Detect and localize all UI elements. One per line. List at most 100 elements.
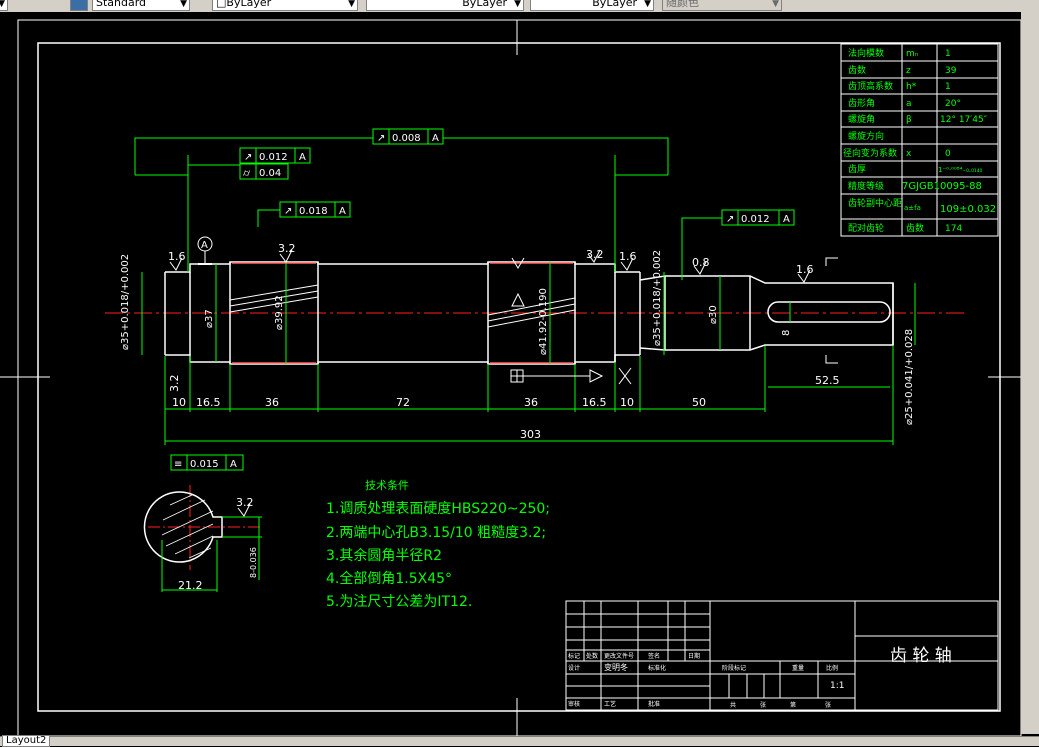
roughness-value: 3.2 (278, 242, 296, 255)
dim-section-width: 21.2 (178, 579, 203, 592)
title-label: 更改文件号 (604, 652, 634, 660)
dim-diameter-gear2: ⌀41.92-0.190 (538, 288, 549, 355)
param-name: 螺旋方向 (848, 130, 884, 142)
title-label: 设计 (568, 664, 580, 672)
dim-text: 36 (524, 396, 538, 409)
dim-total: 303 (520, 428, 541, 441)
roughness-symbol: 0.8 (692, 256, 710, 275)
note-item: 5.为注尺寸公差为IT12. (326, 594, 472, 610)
param-symbol: a±fa (904, 204, 921, 212)
param-name: 径向变为系数 (843, 147, 897, 159)
param-value: 174 (945, 224, 962, 234)
color-select[interactable]: □ByLayer▼ (212, 0, 358, 11)
vertical-scrollbar[interactable] (1021, 12, 1039, 734)
prev-dropdown[interactable]: ▼ (0, 0, 8, 11)
chevron-down-icon: ▼ (514, 0, 521, 9)
dim-text: 16.5 (196, 396, 221, 409)
note-item: 1.调质处理表面硬度HBS220~250; (326, 501, 550, 517)
param-symbol: x (906, 149, 912, 159)
roughness-symbol: 3.2 (278, 242, 296, 263)
title-label: 张 (825, 701, 831, 709)
roughness-symbol: 3.2 (586, 248, 604, 263)
dim-text: 50 (692, 396, 706, 409)
dim-diameter-37: ⌀37 (204, 309, 215, 328)
text-style-icon[interactable] (70, 0, 88, 11)
title-label: 比例 (826, 664, 838, 672)
chevron-down-icon: ▼ (772, 0, 779, 9)
param-symbol: 齿数 (906, 222, 924, 234)
dim-diameter-left: ⌀35+0.018/+0.002 (120, 254, 131, 350)
roughness-value: 0.8 (692, 256, 710, 269)
dim-diameter-shaft: ⌀25+0.041/+0.028 (904, 329, 915, 425)
tol-value: 0.04 (259, 168, 281, 179)
properties-toolbar: ▼ Standard▼ □ByLayer▼ ByLayer▼ ByLayer▼ … (0, 0, 1039, 13)
dim-text: 10 (172, 396, 186, 409)
param-name: 齿数 (848, 64, 866, 76)
note-item: 3.其余圆角半径R2 (326, 547, 442, 564)
tol-datum: A (783, 214, 790, 225)
title-label: 阶段标记 (722, 664, 746, 672)
roughness-symbol: 1.6 (796, 263, 814, 283)
runout-icon: ↗ (726, 214, 734, 225)
datum-label: A (201, 240, 208, 251)
tolerance-right: ↗ 0.012 A (721, 209, 795, 226)
chevron-down-icon: ▼ (348, 0, 355, 9)
runout-icon: ↗ (244, 152, 252, 163)
plotstyle-value: 随颜色 (666, 0, 699, 9)
runout-icon: ↗ (377, 133, 385, 144)
plotstyle-select[interactable]: 随颜色 ▼ (662, 0, 782, 11)
title-label: 第 (790, 701, 796, 709)
roughness-value: 3.2 (236, 496, 254, 509)
layout-tabs-bar: Layout2 (0, 735, 1039, 747)
key-section-view: 21.2 8-0.036 3.2 (143, 485, 262, 592)
param-value: 0 (945, 149, 951, 159)
dim-text: 16.5 (582, 396, 607, 409)
dim-text: 72 (396, 396, 410, 409)
param-value: 1 (945, 82, 951, 92)
title-label: 张 (760, 701, 766, 709)
roughness-value: 1.6 (168, 250, 186, 263)
lineweight-select[interactable]: ByLayer▼ (530, 0, 654, 11)
dim-text: 10 (620, 396, 634, 409)
title-block-text: 齿 轮 轴 1:1 变明冬 标记 处数 更改文件号 签名 日期 设计 标准化 阶… (568, 646, 952, 709)
roughness-symbol: 1.6 (619, 250, 637, 271)
dimension-texts: 10 16.5 36 72 36 16.5 10 50 303 52.5 ⌀35… (120, 250, 915, 441)
dim-diameter-right: ⌀35+0.018/+0.002 (652, 250, 663, 346)
text-style-select[interactable]: Standard▼ (92, 0, 190, 11)
param-name: 配对齿轮 (848, 222, 884, 234)
drawing-frame (37, 42, 1001, 712)
roughness-symbol: 3.2 (168, 375, 181, 393)
dim-diameter-gear: ⌀39.92 (274, 295, 285, 330)
note-item: 4.全部倒角1.5X45° (326, 570, 452, 587)
tol-value: 0.012 (741, 214, 770, 225)
roughness-value: 3.2 (586, 248, 604, 261)
tolerance-frames: ↗ 0.008 A ↗ 0.012 A ⌭ 0.04 ↗ 0.018 A ↗ 0… (170, 128, 795, 471)
gear-tip-lines (232, 262, 573, 364)
title-label: 审核 (568, 700, 580, 708)
param-name: 螺旋角 (848, 113, 875, 125)
linetype-select[interactable]: ByLayer▼ (366, 0, 524, 11)
title-label: 标记 (568, 652, 580, 660)
param-value: 109±0.032 (940, 204, 996, 215)
param-name: 法向模数 (848, 47, 884, 59)
symmetry-icon: ≡ (174, 459, 182, 470)
tab-layout[interactable]: Layout2 (2, 735, 51, 747)
title-label: 处数 (586, 652, 598, 660)
parameter-table (840, 43, 999, 237)
param-symbol: mₙ (906, 49, 919, 59)
section-markers (510, 257, 838, 385)
title-label: 日期 (688, 652, 700, 660)
param-value: 1⁻⁰·⁰⁰⁸⁴₋₀.₀₁₄₀ (938, 166, 983, 174)
technical-notes: 技术条件 1.调质处理表面硬度HBS220~250; 2.两端中心孔B3.15/… (326, 478, 550, 610)
title-label: 共 (730, 701, 736, 709)
title-label: 重量 (792, 664, 804, 672)
roughness-value: 1.6 (796, 263, 814, 276)
param-symbol: a (906, 99, 912, 109)
tol-datum: A (339, 206, 346, 217)
roughness-symbol: 1.6 (168, 250, 186, 271)
drawing-viewport[interactable]: 法向模数 mₙ 1 齿数 z 39 齿顶高系数 h* 1 齿形角 a 20° 螺… (0, 12, 1039, 742)
tol-datum: A (230, 459, 237, 470)
dim-diameter-30: ⌀30 (708, 305, 719, 324)
cylindricity-icon: ⌭ (243, 168, 251, 179)
title-label: 批准 (648, 700, 660, 708)
